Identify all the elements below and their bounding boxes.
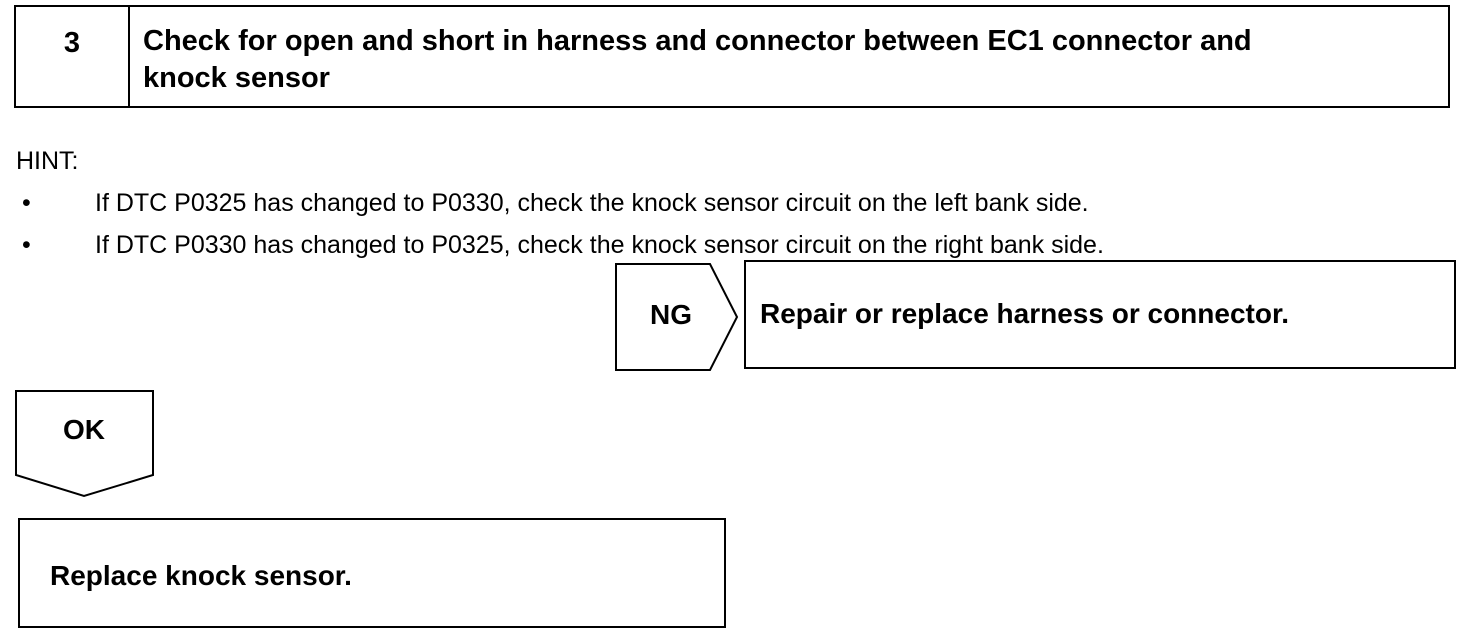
down-arrow-tag-icon [15, 390, 154, 498]
hint-item: • If DTC P0325 has changed to P0330, che… [22, 182, 1104, 224]
ok-label: OK [63, 414, 105, 445]
step-number: 3 [16, 7, 130, 106]
step-title: Check for open and short in harness and … [130, 7, 1448, 106]
hint-list: • If DTC P0325 has changed to P0330, che… [22, 182, 1104, 266]
ok-branch-tag: OK [15, 390, 155, 498]
step-title-line-2: knock sensor [143, 62, 330, 94]
ng-action-box: Repair or replace harness or connector. [744, 260, 1456, 369]
step-title-line-1: Check for open and short in harness and … [143, 25, 1252, 57]
hint-label: HINT: [16, 147, 79, 175]
ng-branch-tag: NG [615, 263, 740, 371]
bullet-icon: • [22, 189, 31, 217]
hint-item-text: If DTC P0330 has changed to P0325, check… [95, 231, 1104, 259]
ng-label: NG [650, 299, 692, 330]
ok-action-box: Replace knock sensor. [18, 518, 726, 628]
bullet-icon: • [22, 231, 31, 259]
hint-item: • If DTC P0330 has changed to P0325, che… [22, 224, 1104, 266]
hint-item-text: If DTC P0325 has changed to P0330, check… [95, 189, 1089, 217]
right-arrow-tag-icon [615, 263, 739, 371]
step-header: 3 Check for open and short in harness an… [14, 5, 1450, 108]
